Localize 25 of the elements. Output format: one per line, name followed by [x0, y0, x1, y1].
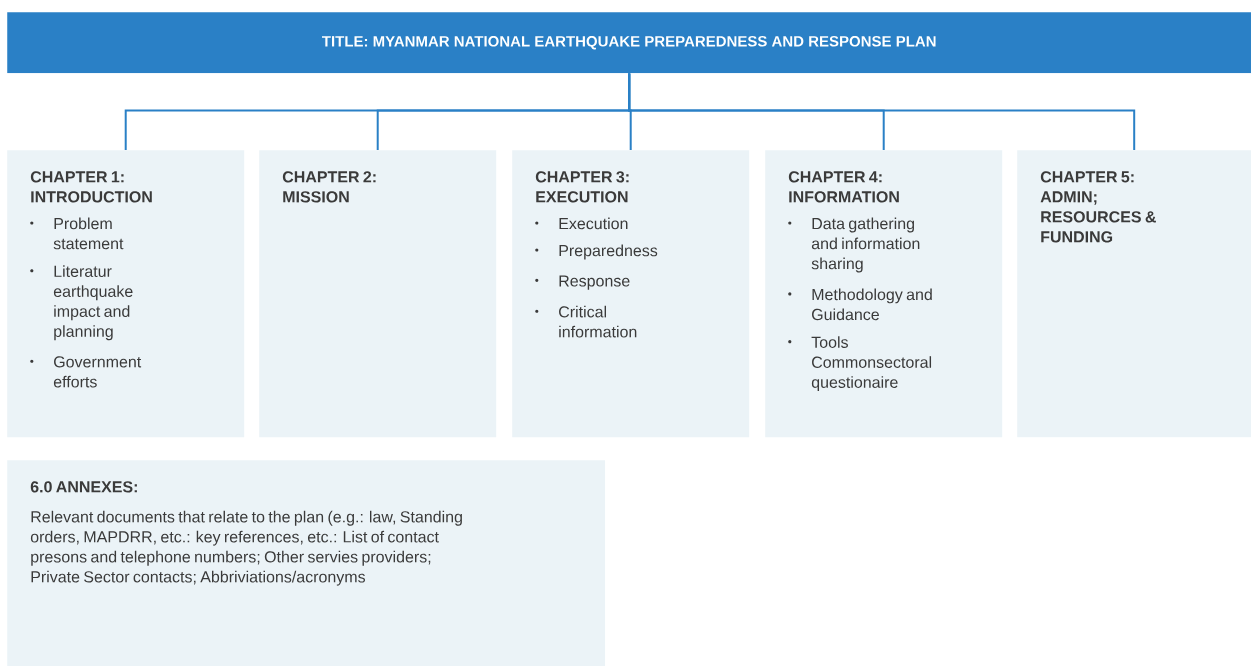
chapter-box: [765, 150, 1003, 438]
title-text: TITLE: MYANMAR NATIONAL EARTHQUAKE PREPAREDNESS AND RESPONSE PLAN: [322, 36, 936, 50]
bullet-item: Government efforts: [30, 356, 142, 388]
heading: CHAPTER 4: INFORMATION: [788, 171, 899, 203]
title-bar: [7, 12, 1251, 74]
heading: CHAPTER 2: MISSION: [282, 171, 376, 203]
heading: CHAPTER 5: ADMIN; RESOURCES & FUNDING: [1040, 171, 1156, 243]
bullet-item: Preparedness: [535, 244, 658, 260]
heading: CHAPTER 1: INTRODUCTION: [30, 171, 152, 203]
bullet-item: Problem statement: [30, 217, 124, 250]
heading: 6.0 ANNEXES:: [30, 481, 137, 493]
chapter-box: [1017, 150, 1251, 438]
connector-line: [628, 72, 1136, 151]
heading: CHAPTER 3: EXECUTION: [535, 171, 629, 203]
chapter-box: [512, 150, 750, 438]
bullet-item: Data gathering and information sharing: [788, 217, 920, 273]
bullet-item: Response: [535, 275, 630, 290]
chapter-box: [7, 150, 245, 438]
body-text: Relevant documents that relate to the plan (e.g.: law, Standing orders, MAPDRR, etc.: key references, etc.: List of contact presons and telephone numbers; Other servies providers; Private Sector contacts; Abbriviations/acronyms: [30, 510, 462, 586]
bullet-item: Tools Commonsectoral questionaire: [788, 336, 932, 392]
bullet-item: Literatur earthquake impact and planning: [30, 265, 133, 341]
bullet-item: Execution: [535, 217, 628, 230]
chapter-box: [259, 150, 497, 438]
bullet-item: Critical information: [535, 305, 637, 338]
bullet-item: Methodology and Guidance: [788, 288, 932, 321]
